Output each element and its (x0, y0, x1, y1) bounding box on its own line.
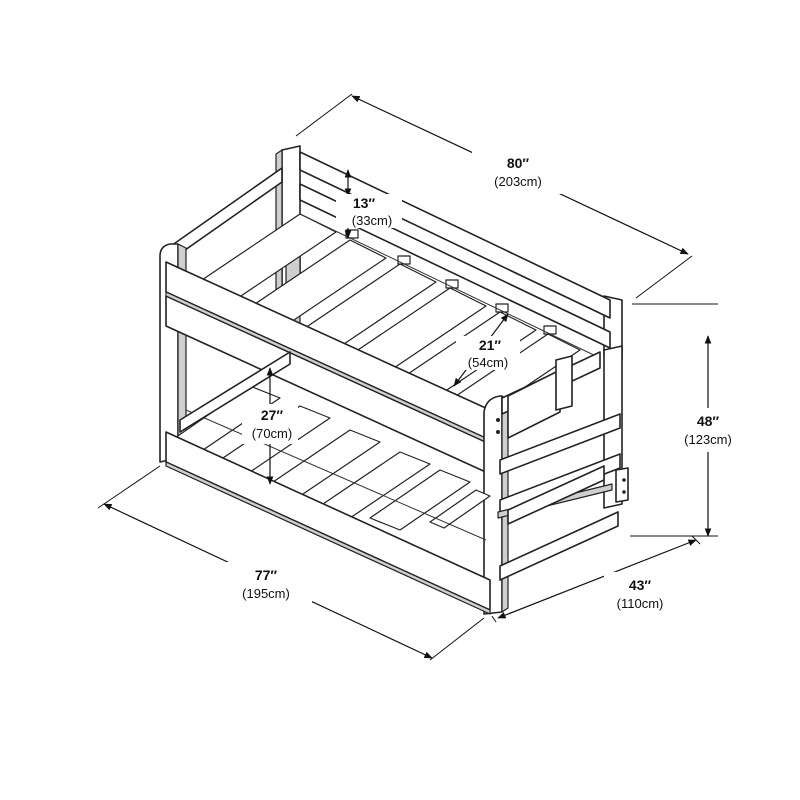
dim-depth-imperial: 43″ (629, 577, 652, 593)
dim-clearance-imperial: 27″ (261, 407, 284, 423)
dim-height-metric: (123cm) (684, 432, 732, 447)
dimension-guardrail: 13″ (33cm) (336, 169, 402, 239)
dim-length-bottom-imperial: 77″ (255, 567, 278, 583)
dimension-ladder-opening: 21″ (54cm) (453, 313, 520, 387)
bunk-bed-illustration (159, 145, 629, 615)
dimension-length-top: 80″ (203cm) (295, 93, 693, 299)
dim-height-imperial: 48″ (697, 413, 720, 429)
dim-guardrail-imperial: 13″ (353, 195, 376, 211)
dim-ladder-opening-metric: (54cm) (468, 355, 508, 370)
dim-length-top-metric: (203cm) (494, 174, 542, 189)
dimension-depth: 43″ (110cm) (491, 535, 701, 623)
dimension-length-bottom: 77″ (195cm) (97, 465, 485, 661)
dim-length-bottom-metric: (195cm) (242, 586, 290, 601)
dimension-clearance: 27″ (70cm) (242, 367, 298, 485)
dim-length-top-imperial: 80″ (507, 155, 530, 171)
dim-clearance-metric: (70cm) (252, 426, 292, 441)
dimension-height: 48″ (123cm) (630, 303, 746, 537)
dim-guardrail-metric: (33cm) (352, 213, 392, 228)
dim-depth-metric: (110cm) (617, 596, 664, 611)
dim-ladder-opening-imperial: 21″ (479, 337, 502, 353)
